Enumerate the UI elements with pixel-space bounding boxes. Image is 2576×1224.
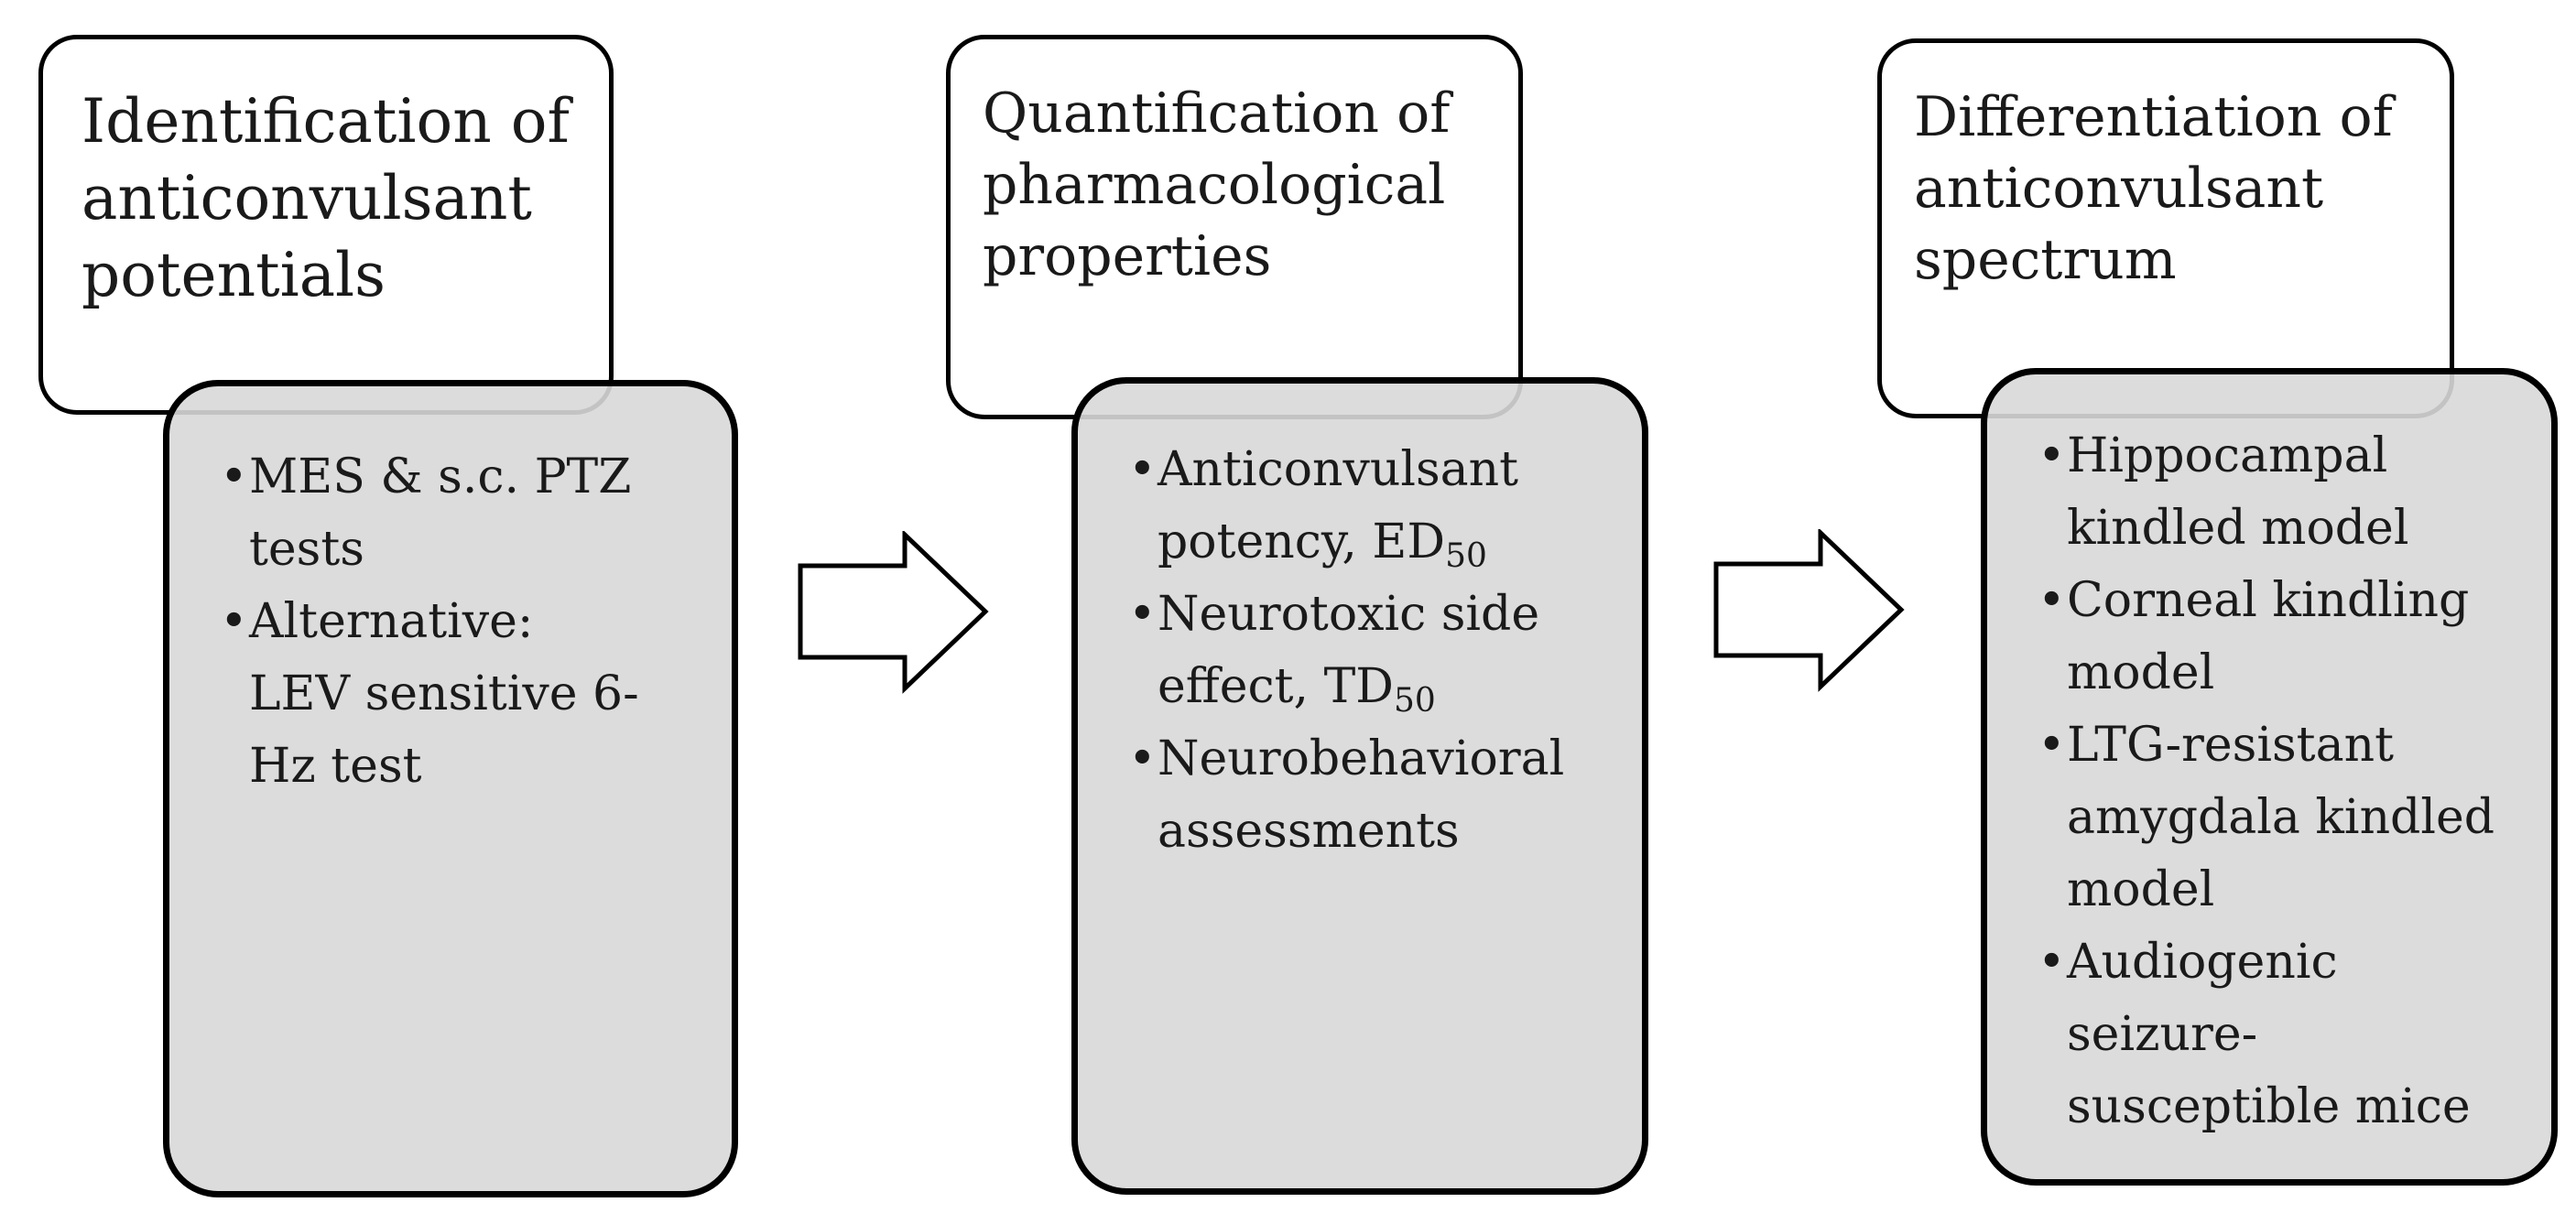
stage-1-bullet-list: • MES & s.c. PTZ tests • Alternative: LE… xyxy=(220,441,733,803)
bullet-text: Anticonvulsant potency, ED50 xyxy=(1158,442,1519,573)
bullet-dot: • xyxy=(1128,587,1157,642)
bullet-dot: • xyxy=(2038,718,2066,773)
bullet-item: • Hippocampal kindled model xyxy=(2038,420,2550,565)
bullet-dot: • xyxy=(1128,731,1157,786)
bullet-main-text: Anticonvulsant potency, ED xyxy=(1158,442,1519,569)
stage-2-details-box: • Anticonvulsant potency, ED50 • Neuroto… xyxy=(1071,377,1648,1195)
bullet-dot: • xyxy=(1128,442,1157,497)
stage-1-heading: Identification of anticonvulsant potenti… xyxy=(82,86,570,310)
stage-2-heading-box: Quantification of pharmacological proper… xyxy=(946,35,1523,419)
bullet-item: • Audiogenic seizure- susceptible mice xyxy=(2038,926,2550,1143)
stage-3-bullet-list: • Hippocampal kindled model • Corneal ki… xyxy=(2038,420,2550,1143)
bullet-main-text: Neurobehavioral assessments xyxy=(1158,731,1565,859)
bullet-text: Neurobehavioral assessments xyxy=(1158,731,1564,859)
bullet-item: • LTG-resistant amygdala kindled model xyxy=(2038,709,2550,926)
bullet-main-text: LTG-resistant amygdala kindled model xyxy=(2067,718,2495,917)
bullet-text: Audiogenic seizure- susceptible mice xyxy=(2067,935,2471,1134)
bullet-dot: • xyxy=(220,594,248,649)
stage-3-heading: Differentiation of anticonvulsant spectr… xyxy=(1914,85,2393,292)
bullet-item: • Neurotoxic side effect, TD50 xyxy=(1128,579,1641,723)
stage-2-bullet-list: • Anticonvulsant potency, ED50 • Neuroto… xyxy=(1128,434,1641,868)
stage-1-details-box: • MES & s.c. PTZ tests • Alternative: LE… xyxy=(163,380,738,1197)
stage-3-heading-box: Differentiation of anticonvulsant spectr… xyxy=(1877,38,2454,418)
bullet-text: Corneal kindling model xyxy=(2067,573,2469,700)
bullet-text: Alternative: LEV sensitive 6- Hz test xyxy=(249,594,639,794)
bullet-text: Hippocampal kindled model xyxy=(2067,428,2408,556)
bullet-dot: • xyxy=(2038,428,2066,483)
bullet-item: • Alternative: LEV sensitive 6- Hz test xyxy=(220,586,733,803)
bullet-main-text: MES & s.c. PTZ tests xyxy=(249,450,632,577)
stage-1-heading-box: Identification of anticonvulsant potenti… xyxy=(38,35,614,415)
bullet-subscript: 50 xyxy=(1393,682,1436,720)
bullet-item: • Anticonvulsant potency, ED50 xyxy=(1128,434,1641,579)
bullet-dot: • xyxy=(2038,573,2066,628)
right-arrow-icon xyxy=(1713,529,1905,692)
bullet-item: • MES & s.c. PTZ tests xyxy=(220,441,733,586)
bullet-item: • Corneal kindling model xyxy=(2038,565,2550,709)
bullet-main-text: Audiogenic seizure- susceptible mice xyxy=(2067,935,2471,1134)
stage-3-details-box: • Hippocampal kindled model • Corneal ki… xyxy=(1981,368,2558,1186)
bullet-text: Neurotoxic side effect, TD50 xyxy=(1158,587,1540,718)
bullet-main-text: Alternative: LEV sensitive 6- Hz test xyxy=(249,594,639,794)
right-arrow-icon xyxy=(798,531,989,694)
bullet-item: • Neurobehavioral assessments xyxy=(1128,723,1641,868)
bullet-dot: • xyxy=(220,450,248,504)
bullet-text: LTG-resistant amygdala kindled model xyxy=(2067,718,2494,917)
stage-2-heading: Quantification of pharmacological proper… xyxy=(983,81,1451,288)
bullet-text: MES & s.c. PTZ tests xyxy=(249,450,631,577)
bullet-dot: • xyxy=(2038,935,2066,990)
bullet-subscript: 50 xyxy=(1445,537,1487,575)
bullet-main-text: Corneal kindling model xyxy=(2067,573,2470,700)
bullet-main-text: Hippocampal kindled model xyxy=(2067,428,2409,556)
bullet-main-text: Neurotoxic side effect, TD xyxy=(1158,587,1540,714)
